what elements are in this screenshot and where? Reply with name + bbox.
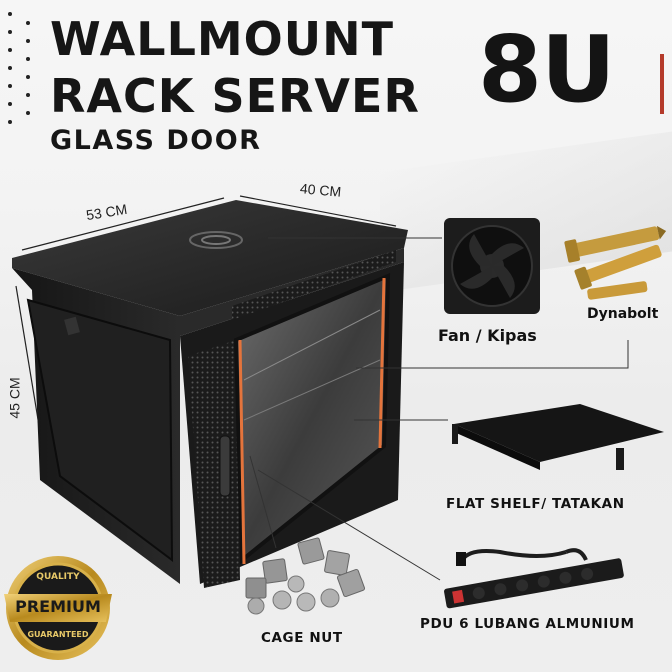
rack-size-badge: 8U	[478, 16, 616, 123]
pdu-label: PDU 6 LUBANG ALMUNIUM	[420, 616, 635, 632]
cage-nut-icon	[245, 537, 366, 615]
decorative-dots	[8, 12, 36, 132]
flat-shelf-label: FLAT SHELF/ TATAKAN	[446, 496, 625, 512]
flat-shelf-icon	[452, 404, 664, 470]
fan-icon	[444, 218, 540, 314]
badge-bottom-text: GUARANTEED	[27, 630, 89, 639]
pdu-icon	[444, 548, 624, 609]
leader-lines	[249, 237, 629, 581]
title-line-2: RACK SERVER	[50, 69, 420, 123]
title-line-1: WALLMOUNT	[50, 12, 395, 66]
subtitle-glass-door: GLASS DOOR	[50, 125, 262, 156]
rack-cabinet	[12, 200, 408, 588]
fan-label: Fan / Kipas	[438, 326, 537, 345]
premium-badge-icon	[4, 556, 112, 660]
badge-main-text: PREMIUM	[15, 597, 101, 616]
dynabolt-icon	[564, 225, 667, 300]
dynabolt-label: Dynabolt	[587, 306, 659, 322]
cage-nut-label: CAGE NUT	[261, 630, 343, 646]
badge-top-text: QUALITY	[36, 572, 80, 582]
accent-bar	[660, 54, 664, 114]
dimension-height: 45 CM	[6, 377, 23, 419]
